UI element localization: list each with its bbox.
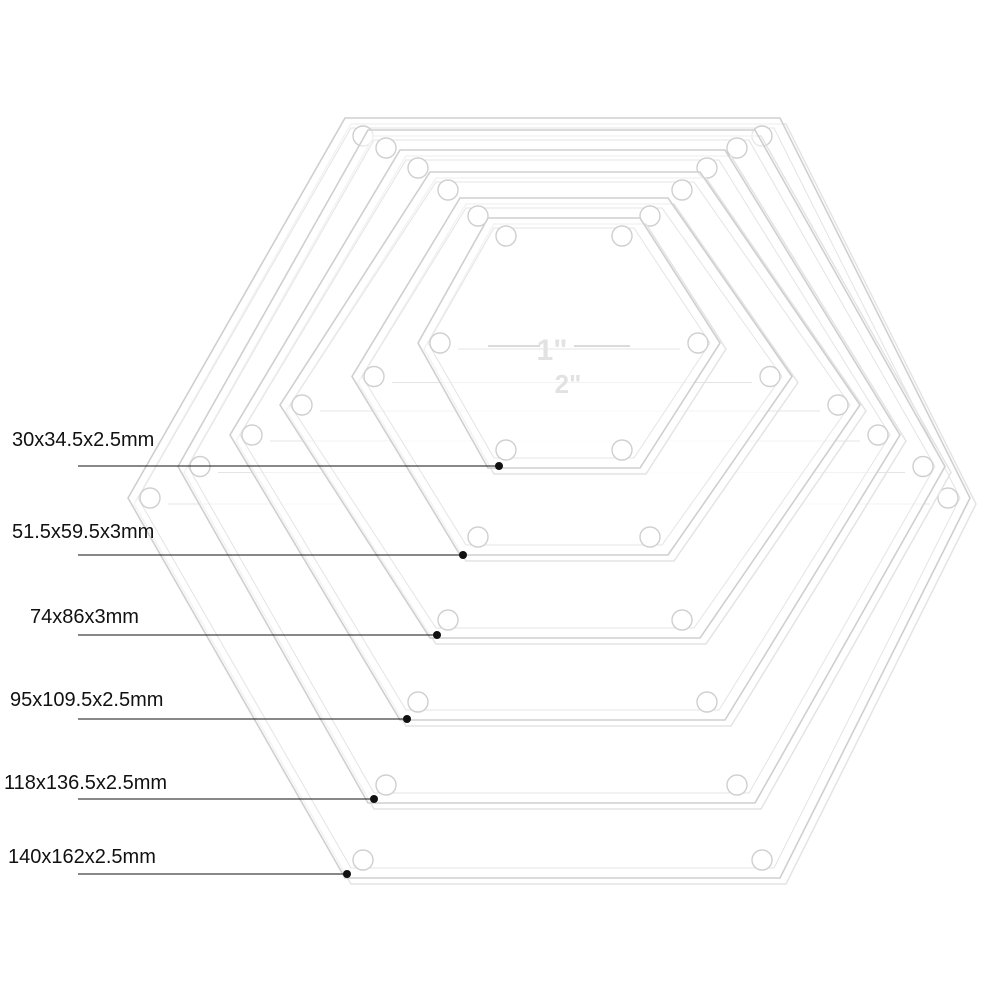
- hexagon-seam: [137, 127, 961, 869]
- dimension-label-4: 95x109.5x2.5mm: [10, 689, 163, 711]
- corner-hole: [363, 365, 385, 388]
- corner-hole: [407, 691, 429, 713]
- corner-hole: [827, 394, 849, 416]
- corner-hole: [937, 487, 959, 509]
- dimension-label-6: 140x162x2.5mm: [8, 846, 156, 868]
- corner-hole: [867, 424, 889, 446]
- corner-hole: [375, 137, 397, 159]
- corner-hole: [467, 205, 489, 227]
- corner-hole: [407, 157, 429, 179]
- hexagon-seam: [289, 181, 851, 629]
- corner-hole: [671, 179, 693, 201]
- corner-hole: [611, 225, 633, 247]
- corner-hole: [726, 137, 748, 159]
- corner-hole: [375, 774, 397, 796]
- size-mark-outer: 2": [555, 369, 582, 399]
- pointer-dot-1: [495, 462, 503, 470]
- corner-hole: [912, 455, 934, 478]
- dimension-label-5: 118x136.5x2.5mm: [4, 772, 167, 794]
- dimension-pointers: [78, 462, 503, 878]
- corner-hole: [751, 849, 773, 871]
- hexagon-seam: [427, 227, 711, 459]
- corner-hole: [696, 157, 718, 179]
- hexagon-template-1: [417, 217, 727, 475]
- corner-hole: [696, 691, 718, 713]
- pointer-dot-4: [403, 715, 411, 723]
- pointer-dot-6: [343, 870, 351, 878]
- corner-hole: [437, 609, 459, 631]
- pointer-dot-3: [433, 631, 441, 639]
- hexagon-outline: [417, 217, 721, 469]
- corner-hole: [639, 526, 661, 548]
- corner-hole: [139, 487, 161, 509]
- hexagon-templates: [127, 117, 977, 885]
- corner-hole: [611, 439, 633, 461]
- corner-hole: [241, 424, 263, 446]
- corner-hole: [639, 205, 661, 227]
- corner-hole: [495, 225, 517, 247]
- corner-hole: [759, 365, 781, 388]
- hexagon-seam: [239, 159, 891, 711]
- corner-hole: [352, 849, 374, 871]
- dimension-label-3: 74x86x3mm: [30, 606, 139, 628]
- corner-hole: [687, 332, 709, 354]
- corner-hole: [726, 774, 748, 796]
- hexagon-seam: [361, 207, 783, 546]
- corner-hole: [291, 394, 313, 416]
- corner-hole: [429, 332, 451, 354]
- pointer-dot-2: [459, 551, 467, 559]
- pointer-dot-5: [370, 795, 378, 803]
- corner-hole: [671, 609, 693, 631]
- dimension-label-2: 51.5x59.5x3mm: [12, 521, 154, 543]
- corner-hole: [495, 439, 517, 461]
- dimension-labels: 30x34.5x2.5mm 51.5x59.5x3mm 74x86x3mm 95…: [4, 429, 167, 868]
- center-marks: 1" 2": [537, 334, 582, 399]
- corner-hole: [437, 179, 459, 201]
- dimension-label-1: 30x34.5x2.5mm: [12, 429, 154, 451]
- size-mark-inner: 1": [537, 334, 568, 367]
- corner-hole: [467, 526, 489, 548]
